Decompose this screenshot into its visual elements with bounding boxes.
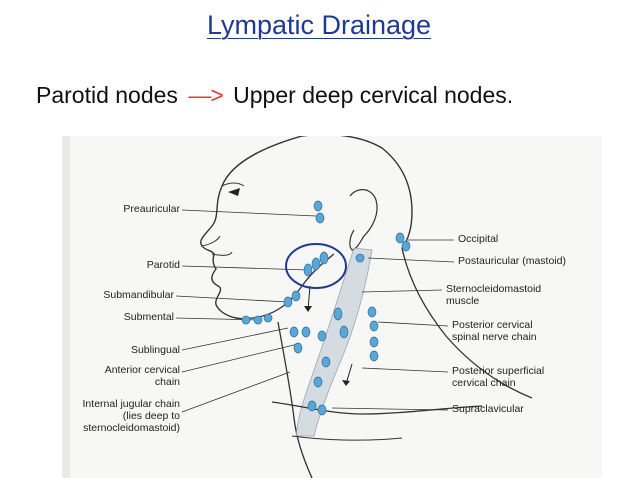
mouth-line bbox=[211, 251, 233, 256]
node-submental bbox=[263, 313, 273, 323]
node-posterior-cervical bbox=[369, 320, 379, 332]
slide-title: Lympatic Drainage bbox=[206, 10, 432, 40]
label-sternocleidomastoid: Sternocleidomastoid muscle bbox=[446, 283, 542, 307]
label-anterior-cervical: Anterior cervical chain bbox=[104, 364, 180, 388]
leader-lines bbox=[175, 209, 455, 413]
label-internal-jugular: Internal jugular chain (lies deep to ste… bbox=[82, 398, 180, 434]
label-parotid: Parotid bbox=[146, 259, 180, 271]
clavicle bbox=[271, 401, 483, 415]
label-preauricular: Preauricular bbox=[123, 203, 180, 215]
node-preauricular bbox=[313, 200, 323, 212]
node-parotid bbox=[319, 251, 329, 265]
node-occipital bbox=[401, 240, 411, 252]
node-occipital bbox=[395, 232, 405, 244]
ear bbox=[349, 189, 378, 251]
node-anterior-cervical bbox=[289, 326, 299, 338]
drainage-route: Parotid nodes —> Upper deep cervical nod… bbox=[36, 82, 513, 109]
node-submandibular bbox=[291, 290, 301, 302]
drainage-arrowhead bbox=[342, 380, 350, 386]
node-supraclavicular bbox=[307, 400, 317, 412]
node-posterior-cervical bbox=[369, 336, 379, 348]
neck-front bbox=[277, 321, 313, 478]
node-internal-jugular bbox=[321, 356, 331, 368]
jaw-line bbox=[251, 253, 335, 319]
eye bbox=[228, 188, 240, 196]
node-preauricular bbox=[315, 212, 325, 224]
node-internal-jugular bbox=[301, 326, 311, 338]
node-submental bbox=[241, 315, 251, 325]
label-posterior-superficial: Posterior superficial cervical chain bbox=[452, 365, 545, 389]
node-supraclavicular bbox=[317, 404, 327, 416]
label-supraclavicular: Supraclavicular bbox=[452, 403, 524, 415]
head-neck-illustration bbox=[62, 136, 533, 478]
face-outline bbox=[200, 136, 303, 320]
node-anterior-cervical bbox=[293, 342, 303, 354]
node-submandibular bbox=[283, 296, 293, 308]
node-internal-jugular bbox=[313, 376, 323, 388]
label-submandibular: Submandibular bbox=[103, 289, 174, 301]
drainage-arrowhead bbox=[304, 306, 312, 312]
page-edge bbox=[62, 136, 70, 478]
label-postauricular: Postauricular (mastoid) bbox=[458, 255, 566, 267]
route-arrow: —> bbox=[188, 82, 223, 108]
parotid-highlight-circle bbox=[285, 243, 347, 289]
route-from: Parotid nodes bbox=[36, 82, 178, 108]
neck-back bbox=[401, 247, 533, 399]
node-internal-jugular bbox=[333, 307, 343, 321]
sternocleidomastoid-band bbox=[295, 247, 373, 437]
route-to: Upper deep cervical nodes. bbox=[233, 82, 514, 108]
node-posterior-cervical bbox=[367, 306, 377, 318]
lymph-nodes bbox=[241, 200, 411, 416]
lymph-node-figure: Preauricular Parotid Submandibular Subme… bbox=[62, 136, 602, 478]
node-internal-jugular bbox=[339, 325, 349, 339]
skull-outline bbox=[302, 136, 413, 249]
node-postauricular bbox=[355, 253, 365, 263]
nostril-line bbox=[201, 235, 221, 247]
node-parotid bbox=[303, 263, 313, 277]
shoulder-line bbox=[291, 435, 403, 441]
label-occipital: Occipital bbox=[458, 233, 499, 245]
node-internal-jugular bbox=[317, 330, 327, 342]
node-submental bbox=[253, 315, 263, 325]
label-sublingual: Sublingual bbox=[130, 344, 180, 356]
label-submental: Submental bbox=[123, 311, 174, 323]
node-parotid bbox=[311, 257, 321, 271]
label-posterior-cervical: Posterior cervical spinal nerve chain bbox=[452, 319, 537, 343]
eyebrow bbox=[221, 182, 245, 187]
node-posterior-cervical bbox=[369, 350, 379, 362]
